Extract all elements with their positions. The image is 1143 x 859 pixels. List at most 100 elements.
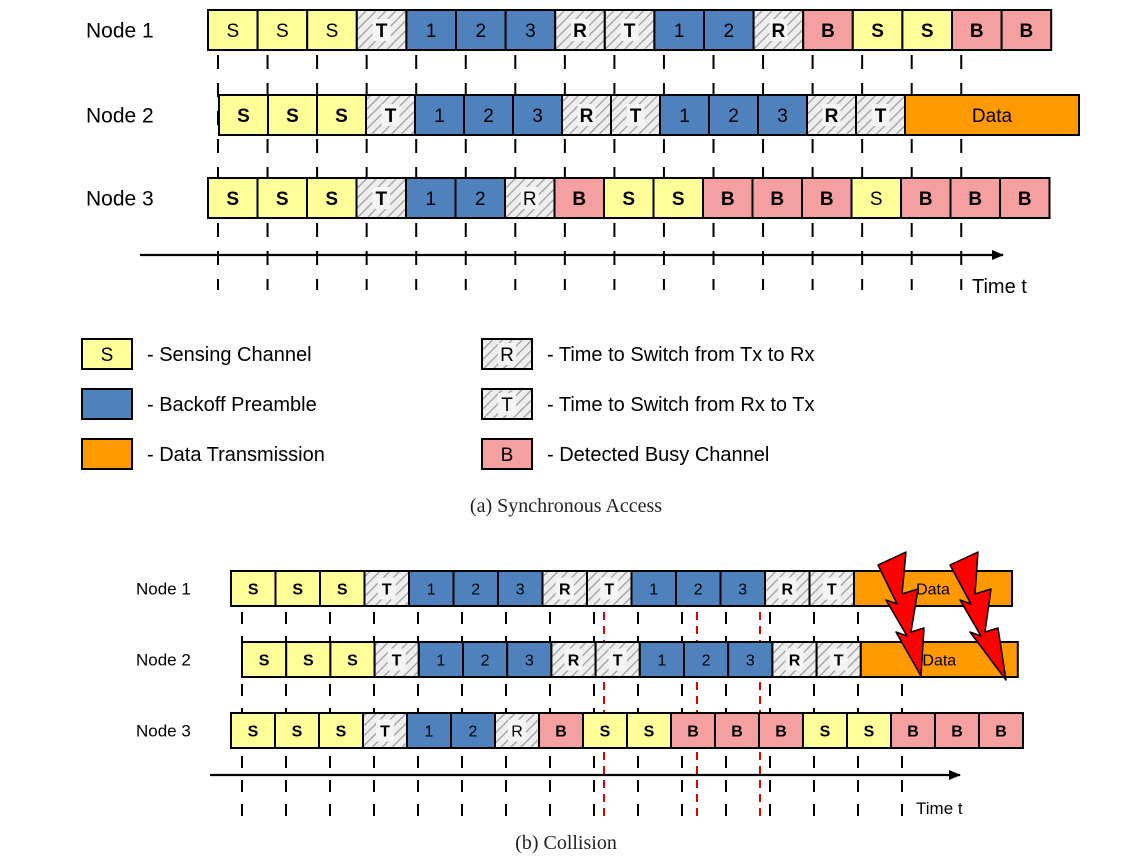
slot-n	[727, 641, 774, 678]
slot-label: B	[951, 723, 963, 740]
slot-label: 1	[425, 723, 434, 740]
slot-label: B	[970, 21, 984, 42]
slot-text-bg	[822, 577, 841, 600]
slot-n	[417, 641, 464, 678]
slot-label: B	[820, 189, 834, 210]
slot-label: 2	[483, 106, 494, 127]
legend-item: S - Sensing Channel	[81, 338, 312, 370]
slot-s	[319, 570, 366, 607]
slot-label: 1	[679, 106, 690, 127]
slot-n	[719, 570, 766, 607]
slot-text-bg	[778, 577, 797, 600]
slot-label: R	[511, 723, 523, 740]
slot-label: R	[523, 189, 537, 210]
slot-text-bg	[829, 648, 848, 671]
slot-n	[405, 9, 457, 51]
slot-text-bg	[381, 104, 400, 126]
slot-n	[454, 177, 506, 219]
slot-label: 3	[777, 106, 788, 127]
slot-label: T	[380, 723, 390, 740]
slot-label: 2	[471, 581, 480, 598]
slot-label: R	[559, 581, 571, 598]
slot-n	[450, 712, 496, 749]
slot-label: S	[871, 21, 884, 42]
slot-s	[207, 9, 259, 51]
legend-item: - Backoff Preamble	[81, 388, 317, 420]
legend: S - Sensing Channel - Backoff Preamble - Da…	[81, 338, 814, 470]
slot-label: S	[325, 189, 338, 210]
slot-label: T	[385, 106, 397, 127]
slot-label: S	[336, 723, 347, 740]
slot-label: B	[821, 21, 835, 42]
legend-description: - Detected Busy Channel	[547, 444, 769, 466]
node-label: Node 3	[136, 721, 191, 740]
slot-label: 2	[728, 106, 739, 127]
slot-label: S	[248, 723, 259, 740]
slot-label: T	[613, 652, 623, 669]
slot-label: B	[907, 723, 919, 740]
slot-s	[207, 177, 259, 219]
slot-n	[463, 94, 514, 136]
node-label: Node 1	[86, 19, 154, 42]
slot-text-bg	[377, 577, 396, 600]
node-label: Node 2	[136, 650, 191, 669]
slot-n	[703, 9, 755, 51]
slot-label: B	[770, 189, 784, 210]
slot-s	[603, 177, 655, 219]
slot-n	[414, 94, 465, 136]
slot-text-bg	[520, 187, 539, 209]
slot-s	[230, 570, 277, 607]
slot-label: T	[834, 652, 844, 669]
legend-description: - Data Transmission	[147, 444, 325, 466]
slot-label: 2	[476, 21, 487, 42]
node-label: Node 2	[86, 104, 154, 127]
slot-label: B	[721, 189, 735, 210]
slot-s	[306, 9, 358, 51]
slot-label: 1	[674, 21, 685, 42]
slot-s	[274, 570, 321, 607]
legend-swatch	[81, 338, 133, 370]
slot-s	[851, 9, 904, 51]
slot-label: T	[382, 581, 392, 598]
slot-b	[890, 712, 936, 749]
slot-label: 1	[426, 21, 437, 42]
slot-text-bg	[571, 19, 589, 41]
slot-label: S	[347, 652, 358, 669]
slot-label: B	[687, 723, 699, 740]
slot-label: S	[337, 581, 348, 598]
legend-symbol: S	[101, 345, 114, 366]
slot-n	[506, 641, 553, 678]
slot-b	[1000, 9, 1053, 51]
slot-b	[801, 177, 853, 219]
slot-label: S	[600, 723, 611, 740]
slot-label: S	[292, 723, 303, 740]
slot-label: S	[622, 189, 635, 210]
slot-label: B	[968, 189, 982, 210]
legend-swatch	[81, 438, 133, 470]
slot-label: B	[995, 723, 1007, 740]
slot-label: R	[568, 652, 580, 669]
slot-label: R	[781, 581, 793, 598]
legend-description: - Sensing Channel	[147, 344, 312, 366]
slot-label: T	[624, 21, 636, 42]
slot-label: 1	[649, 581, 658, 598]
slot-r	[752, 9, 805, 51]
slot-label: T	[875, 106, 887, 127]
slot-n	[683, 641, 730, 678]
slot-label: S	[870, 189, 883, 210]
slot-d	[904, 94, 1080, 136]
slot-label: S	[292, 581, 303, 598]
slot-label: R	[825, 106, 839, 127]
slot-label: T	[827, 581, 837, 598]
slot-label: S	[286, 106, 299, 127]
slot-label: S	[226, 189, 239, 210]
node-label: Node 3	[86, 187, 154, 210]
slot-label: Data	[922, 652, 956, 669]
slot-text-bg	[564, 648, 583, 671]
slot-b	[999, 177, 1051, 219]
slot-label: S	[259, 652, 270, 669]
slot-text-bg	[555, 577, 574, 600]
slot-label: T	[375, 189, 387, 210]
